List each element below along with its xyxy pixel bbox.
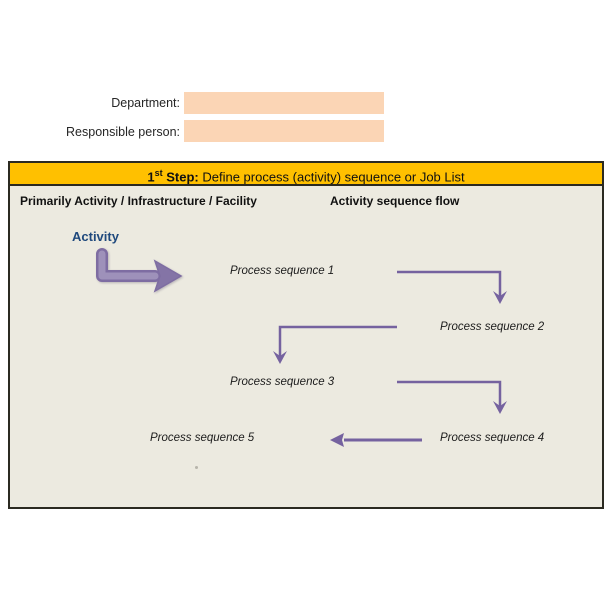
process-sequence-panel: 1st Step: Define process (activity) sequ… <box>8 161 604 509</box>
department-input[interactable] <box>184 92 384 114</box>
column-header-activity-sequence-flow: Activity sequence flow <box>330 194 460 208</box>
step-header-bar: 1st Step: Define process (activity) sequ… <box>10 163 602 186</box>
department-label: Department: <box>111 96 180 110</box>
stray-mark <box>195 466 198 469</box>
process-sequence-2-label: Process sequence 2 <box>440 321 545 333</box>
step-description: Define process (activity) sequence or Jo… <box>198 169 465 185</box>
step-bold-label: Step: <box>162 169 199 185</box>
step-number: 1 <box>147 169 155 185</box>
responsible-person-label: Responsible person: <box>66 125 180 139</box>
activity-source-label: Activity <box>72 229 119 244</box>
process-sequence-3-label: Process sequence 3 <box>230 376 335 388</box>
step-ordinal-suffix: st <box>154 168 163 178</box>
column-header-primarily-activity: Primarily Activity / Infrastructure / Fa… <box>20 194 257 208</box>
process-sequence-5-label: Process sequence 5 <box>150 432 255 444</box>
process-sequence-1-label: Process sequence 1 <box>230 265 335 277</box>
process-sequence-4-label: Process sequence 4 <box>440 432 545 444</box>
responsible-person-input[interactable] <box>184 120 384 142</box>
